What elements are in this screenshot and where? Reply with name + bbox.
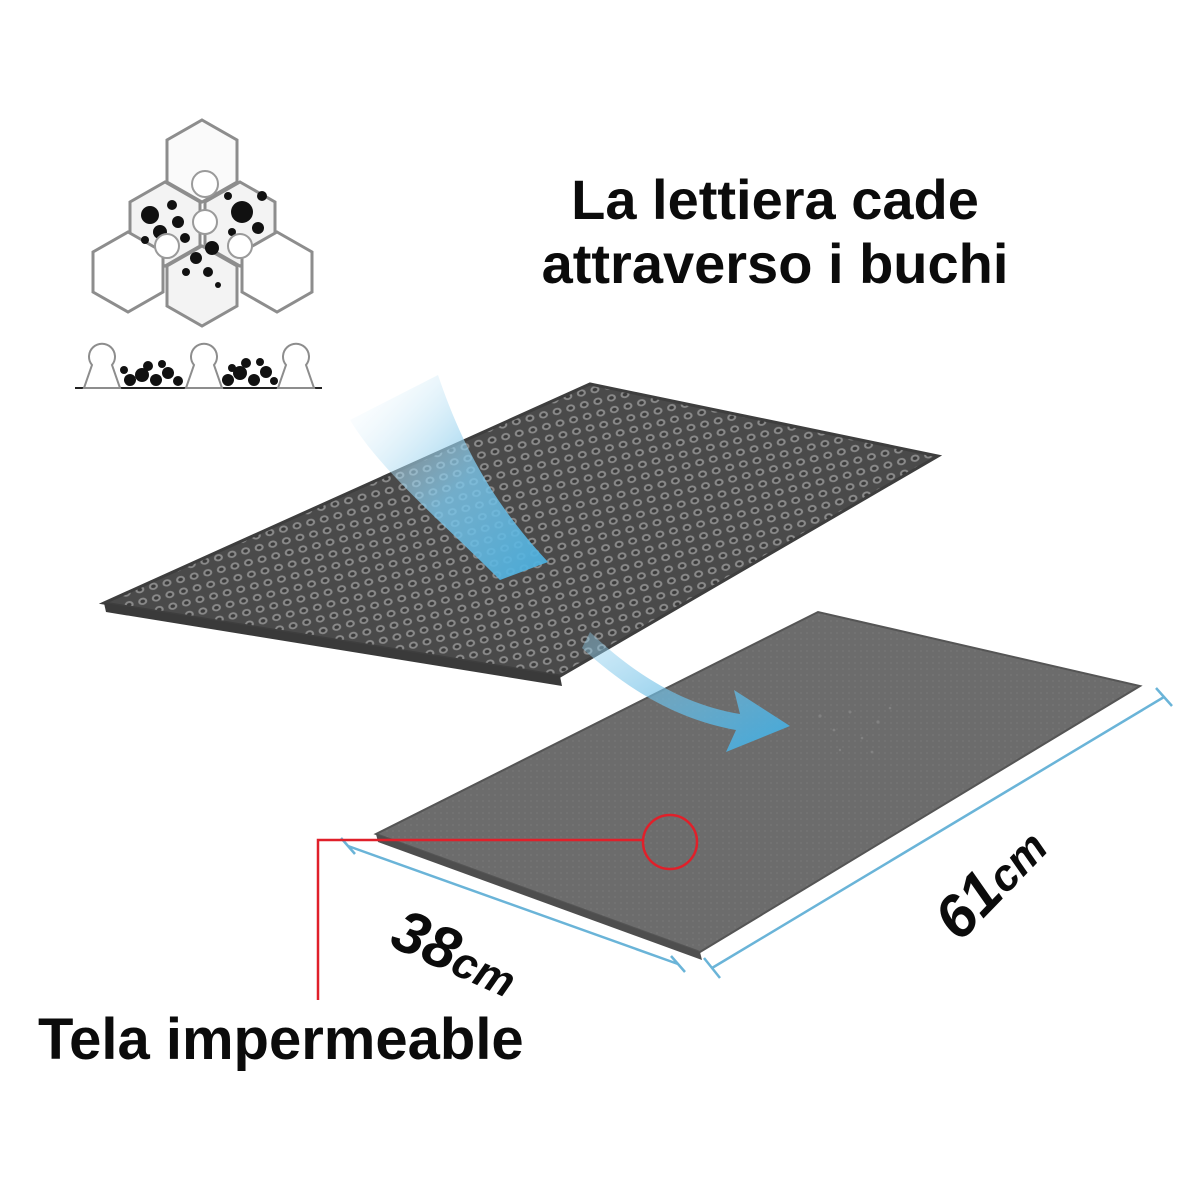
- callout-label: Tela impermeable: [38, 1007, 524, 1072]
- falling-litter-beam: [350, 375, 548, 580]
- headline-line-1: La lettiera cade: [571, 168, 979, 231]
- headline: La lettiera cade attraverso i buchi: [470, 168, 1080, 296]
- waterproof-base-sheet: [373, 610, 1143, 960]
- litter-granules-icon: [141, 191, 267, 288]
- drop-arrow-icon: [582, 632, 790, 752]
- honeycomb-node-icon: [154, 170, 253, 259]
- headline-line-2: attraverso i buchi: [541, 232, 1009, 295]
- callout-marker: [316, 813, 699, 1000]
- honeycomb-cells-icon: [91, 118, 314, 328]
- litter-cross-section-icon: [75, 342, 322, 389]
- length-dimension-line: [703, 687, 1173, 979]
